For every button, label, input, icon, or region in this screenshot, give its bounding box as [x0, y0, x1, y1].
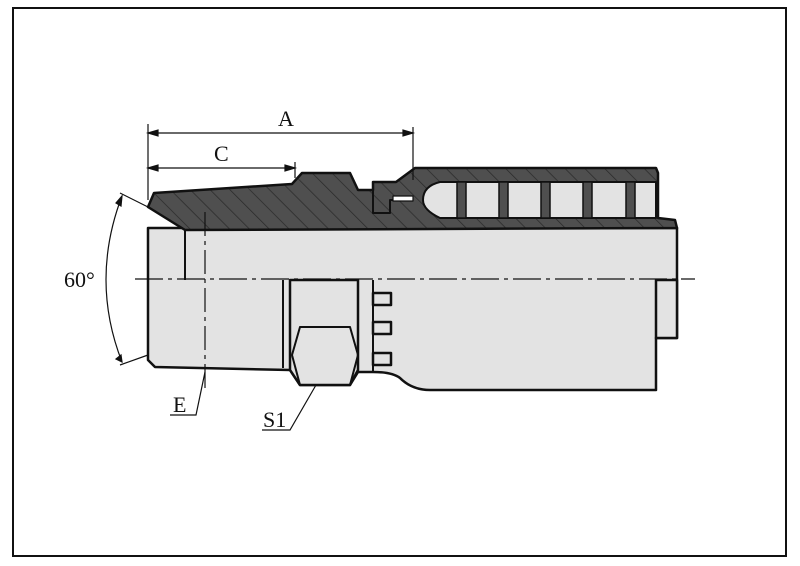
dimension-label-s1: S1 — [263, 407, 286, 432]
lock-tab — [371, 320, 393, 336]
hose-stub — [654, 278, 679, 340]
dimension-lines — [105, 124, 416, 431]
dimension-label-c: C — [214, 141, 229, 166]
lock-tab — [371, 351, 393, 367]
drawing-frame — [12, 7, 787, 557]
fitting-body — [146, 226, 679, 392]
hex-nut — [288, 278, 360, 387]
crimp-ribs — [456, 181, 636, 219]
section-shell — [146, 166, 679, 232]
dimension-label-e: E — [173, 392, 186, 417]
dimension-label-a: A — [278, 106, 294, 131]
crimp-grooves — [422, 181, 657, 219]
angle-label: 60° — [64, 267, 95, 292]
lock-tab — [371, 291, 393, 307]
